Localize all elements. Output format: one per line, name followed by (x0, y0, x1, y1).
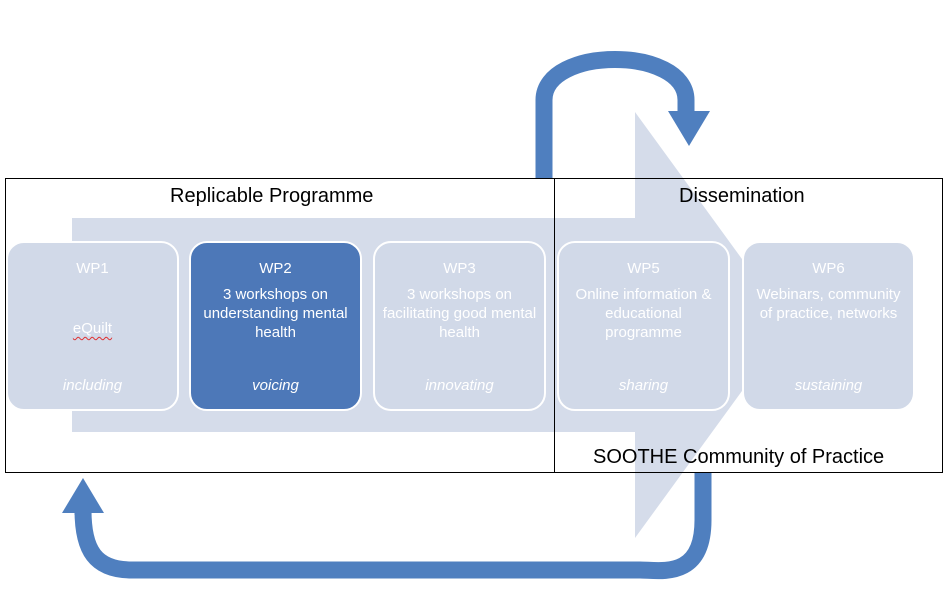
wp1-code: WP1 (76, 260, 109, 277)
wp1-desc: eQuilt (72, 320, 113, 337)
wp3-desc: 3 workshops on facilitating good mental … (382, 286, 537, 341)
wp6-tag: sustaining (794, 377, 863, 394)
wp3-box: WP3 3 workshops on facilitating good men… (373, 241, 546, 411)
community-of-practice-heading: SOOTHE Community of Practice (593, 446, 885, 468)
dissemination-frame (554, 178, 943, 473)
loop-arrow-top-head (668, 111, 710, 146)
wp5-desc: Online information & educational program… (575, 286, 712, 341)
wp6-desc: Webinars, community of practice, network… (756, 286, 901, 322)
wp2-code: WP2 (259, 260, 292, 277)
wp2-tag: voicing (252, 377, 299, 394)
wp6-code: WP6 (812, 260, 845, 277)
wp2-box: WP2 3 workshops on understanding mental … (189, 241, 362, 411)
wp1-tag: including (62, 377, 123, 394)
loop-arrow-bottom (74, 472, 712, 580)
dissemination-heading: Dissemination (679, 185, 805, 207)
wp5-box: WP5 Online information & educational pro… (557, 241, 730, 411)
wp6-box: WP6 Webinars, community of practice, net… (742, 241, 915, 411)
wp3-code: WP3 (443, 260, 476, 277)
replicable-programme-heading: Replicable Programme (170, 185, 374, 207)
wp3-tag: innovating (425, 377, 494, 394)
wp5-code: WP5 (627, 260, 660, 277)
wp1-box: WP1 eQuilt including (6, 241, 179, 411)
wp5-tag: sharing (618, 377, 669, 394)
loop-arrow-top (535, 51, 695, 178)
loop-arrow-bottom-head (62, 478, 104, 513)
wp2-desc: 3 workshops on understanding mental heal… (203, 286, 348, 341)
